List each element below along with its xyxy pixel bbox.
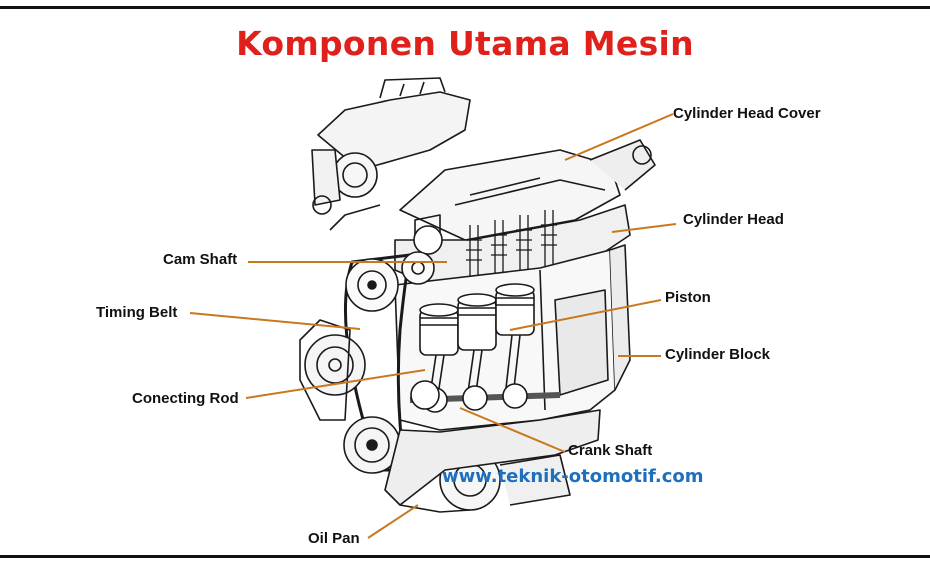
leader-crank-shaft xyxy=(459,407,566,453)
leader-oil-pan xyxy=(367,504,419,539)
label-cylinder-head-cover: Cylinder Head Cover xyxy=(673,105,821,122)
label-cam-shaft: Cam Shaft xyxy=(163,251,238,268)
label-piston: Piston xyxy=(665,289,711,306)
leader-conecting-rod xyxy=(245,369,426,399)
leader-timing-belt xyxy=(189,312,361,330)
bottom-border xyxy=(0,555,930,558)
leader-cylinder-head-cover xyxy=(564,113,674,161)
website-url: www.teknik-otomotif.com xyxy=(442,466,704,487)
label-crank-shaft: Crank Shaft xyxy=(568,442,653,459)
label-cylinder-head: Cylinder Head xyxy=(683,211,784,228)
label-conecting-rod: Conecting Rod xyxy=(132,390,239,407)
label-oil-pan: Oil Pan xyxy=(308,530,360,547)
leader-lines xyxy=(189,113,677,539)
engine-line-art xyxy=(299,77,656,513)
leader-piston xyxy=(509,299,662,331)
label-timing-belt: Timing Belt xyxy=(96,304,178,321)
label-cylinder-block: Cylinder Block xyxy=(665,346,771,363)
top-border xyxy=(0,6,930,9)
leader-cylinder-head xyxy=(611,223,677,233)
page-title: Komponen Utama Mesin xyxy=(236,24,694,63)
